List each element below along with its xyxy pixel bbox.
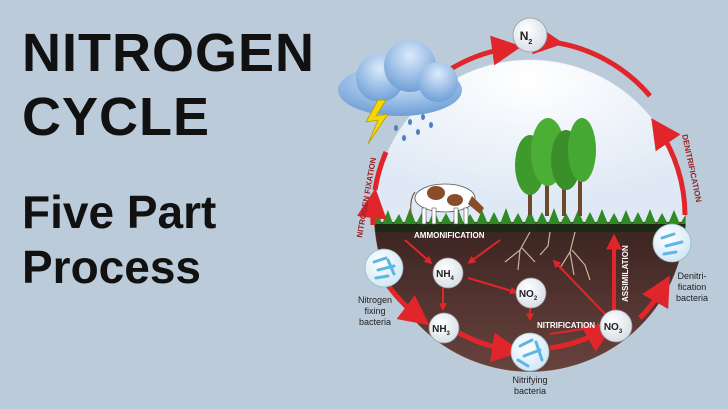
svg-text:N2: N2 [520, 29, 533, 46]
label-nitrification: NITRIFICATION [537, 321, 595, 330]
trees [515, 118, 596, 216]
node-n2: N2 [512, 17, 548, 53]
inner-arrows [404, 239, 607, 335]
roots [504, 231, 591, 281]
lightning-icon [365, 99, 389, 145]
svg-text:NO3: NO3 [604, 322, 623, 335]
svg-text:bacteria: bacteria [514, 386, 546, 396]
subtitle-line-1: Five Part [22, 186, 217, 238]
node-nh3: NH3 [428, 312, 460, 344]
node-no3: NO3 [599, 309, 633, 343]
cloud [338, 40, 462, 145]
title-line-2: CYCLE [22, 87, 211, 147]
node-nh4: NH4 [432, 257, 464, 289]
label-assimilation: ASSIMILATION [621, 245, 630, 302]
subtitle-line-2: Process [22, 241, 202, 293]
caption-denitrification: Denitri- fication bacteria [676, 271, 708, 303]
svg-text:Nitrogen: Nitrogen [358, 295, 392, 305]
rain-drops [394, 114, 433, 141]
title-line-1: NITROGEN [22, 23, 316, 83]
svg-text:bacteria: bacteria [359, 317, 391, 327]
cow [410, 183, 484, 225]
label-ammonification: AMMONIFICATION [414, 231, 485, 240]
svg-text:NH4: NH4 [436, 269, 454, 282]
cycle-arrows [356, 24, 688, 363]
nitrifying-bacteria-icon [510, 332, 550, 372]
caption-nitrifying: Nitrifying bacteria [512, 375, 547, 396]
svg-text:bacteria: bacteria [676, 293, 708, 303]
svg-text:NO2: NO2 [519, 289, 538, 302]
svg-text:NH3: NH3 [432, 324, 450, 337]
svg-text:Nitrifying: Nitrifying [512, 375, 547, 385]
denitrification-bacteria-icon [652, 223, 692, 263]
svg-text:fixing: fixing [364, 306, 385, 316]
svg-text:Denitri-: Denitri- [677, 271, 706, 281]
caption-nitrogen-fixing: Nitrogen fixing bacteria [358, 295, 392, 327]
node-no2: NO2 [515, 277, 547, 309]
svg-text:fication: fication [678, 282, 707, 292]
nitrogen-fixing-bacteria-icon [364, 248, 404, 288]
